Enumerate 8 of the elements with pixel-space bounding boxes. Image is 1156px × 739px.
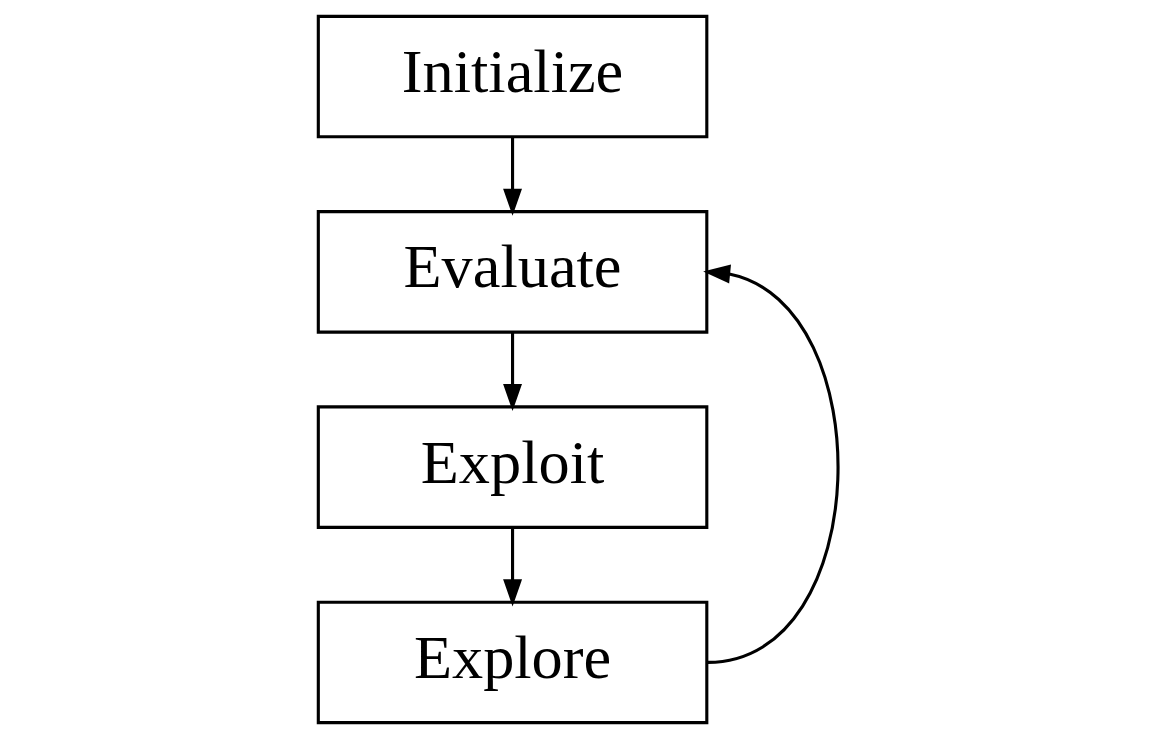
node-box: Initialize [316, 14, 708, 139]
arrow [502, 332, 522, 412]
arrow [502, 137, 522, 216]
node-box: Explore [316, 600, 708, 725]
arrow [702, 264, 839, 664]
node-box: Evaluate [316, 210, 708, 334]
arrow [502, 527, 522, 607]
node-box: Exploit [316, 405, 708, 529]
